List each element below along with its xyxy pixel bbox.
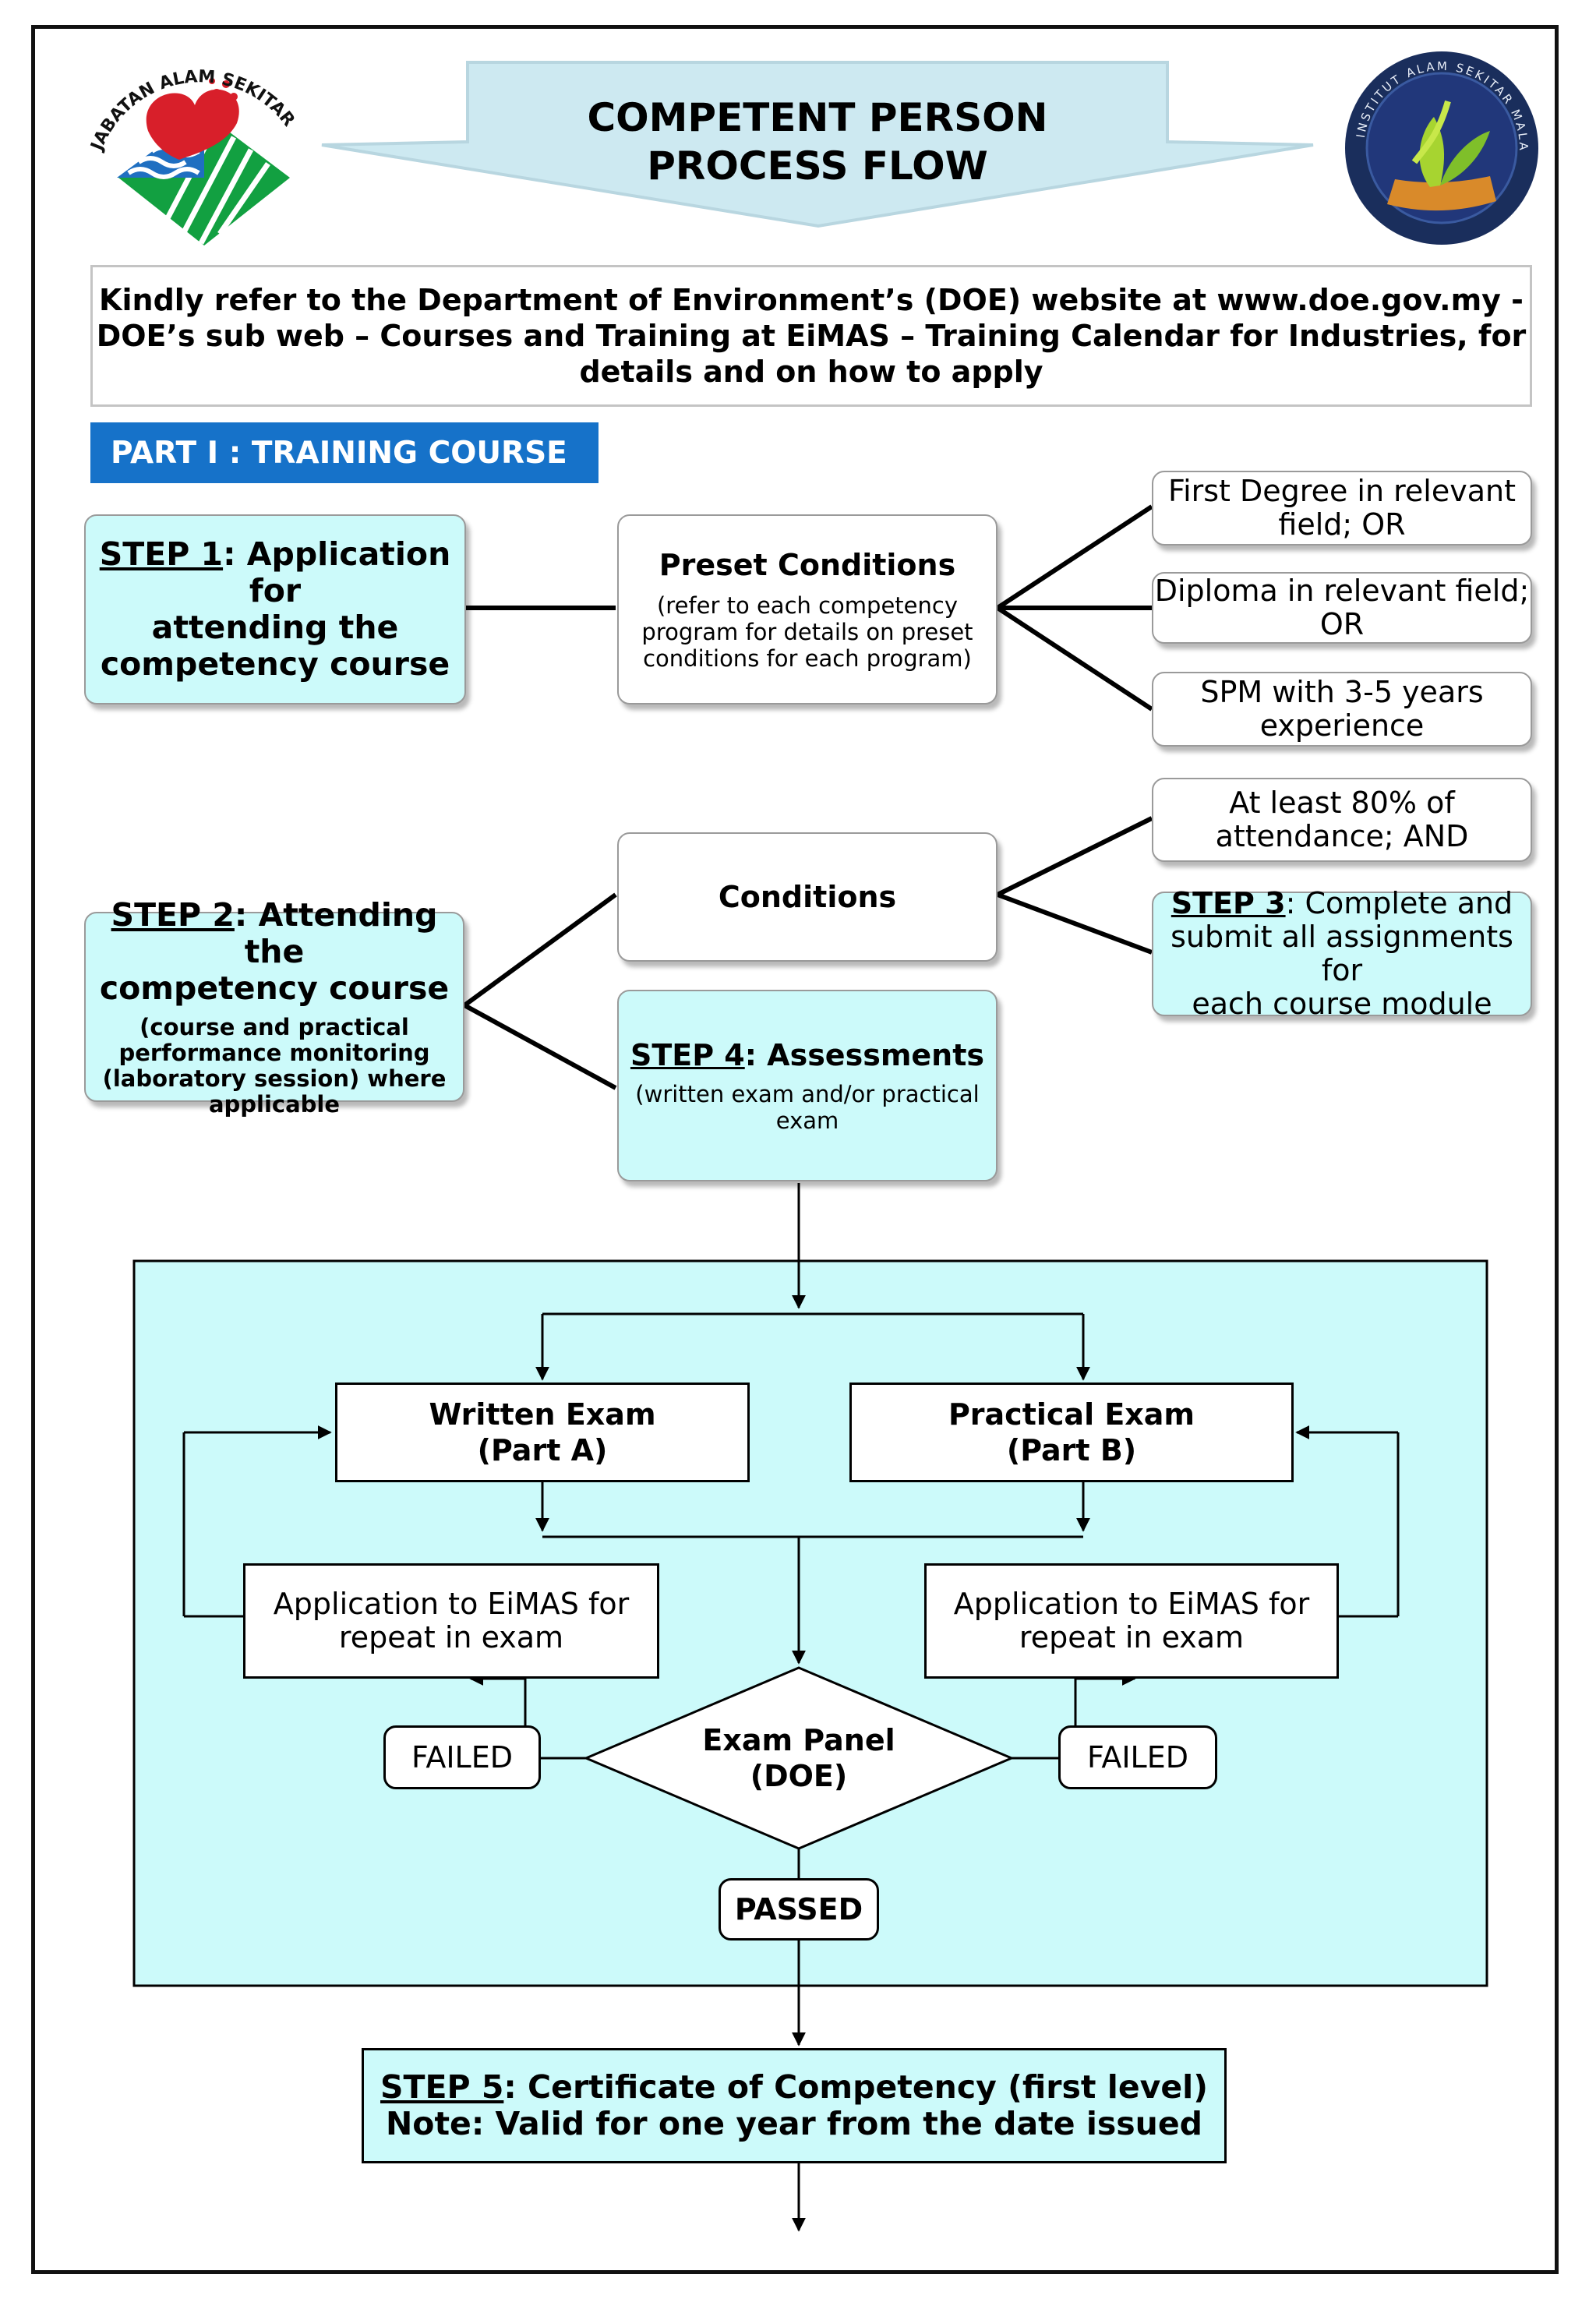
- repeat-application-box-left: Application to EiMAS for repeat in exam: [243, 1563, 659, 1679]
- repeat-application-box-right: Application to EiMAS for repeat in exam: [924, 1563, 1339, 1679]
- qualification-box: Diploma in relevant field; OR: [1152, 572, 1532, 644]
- step-3-box: STEP 3: Complete and submit all assignme…: [1152, 887, 1532, 1021]
- preset-title: Preset Conditions: [659, 548, 956, 582]
- step-1-line-1: : Application for: [223, 535, 451, 609]
- qualification-line-1: SPM with 3-5 years: [1200, 675, 1484, 709]
- practical-exam-line-1: Practical Exam: [948, 1397, 1195, 1432]
- step-2-label: STEP 2: [111, 895, 235, 934]
- title-line-2: PROCESS FLOW: [647, 143, 988, 189]
- notice-line-1: Kindly refer to the Department of Enviro…: [99, 283, 1524, 317]
- attendance-line-2: attendance; AND: [1215, 819, 1469, 853]
- step-1-label: STEP 1: [99, 535, 224, 573]
- step-1-box: STEP 1: Application for attending the co…: [84, 514, 466, 705]
- step-3-line-2: submit all assignments for: [1171, 920, 1513, 987]
- step-3-label: STEP 3: [1171, 886, 1286, 920]
- notice-line-2: DOE’s sub web – Courses and Training at …: [96, 319, 1527, 353]
- practical-exam-line-2: (Part B): [1006, 1433, 1137, 1467]
- part-1-banner: PART I : TRAINING COURSE: [90, 422, 598, 483]
- conditions-box: Conditions: [617, 832, 998, 962]
- qualification-line-1: First Degree in relevant: [1167, 474, 1517, 508]
- step-4-label: STEP 4: [630, 1038, 745, 1072]
- notice-line-3: details and on how to apply: [579, 355, 1043, 389]
- written-exam-box: Written Exam (Part A): [335, 1383, 750, 1482]
- title-line-1: COMPETENT PERSON: [587, 95, 1048, 140]
- qualification-line-2: experience: [1259, 708, 1425, 743]
- failed-badge-right: FAILED: [1058, 1725, 1217, 1789]
- step-2-sub-4: applicable: [208, 1090, 341, 1118]
- exam-panel-line-2: (DOE): [750, 1759, 848, 1793]
- step-1-line-2: attending the: [151, 609, 399, 646]
- step-2-line-1: : Attending the: [234, 895, 438, 970]
- step-5-box: STEP 5: Certificate of Competency (first…: [362, 2048, 1227, 2163]
- doe-logo-icon: JABATAN ALAM SEKITAR MALAYSIA: [0, 0, 302, 245]
- step-2-box: STEP 2: Attending the competency course …: [84, 896, 464, 1117]
- part-1-label: PART I : TRAINING COURSE: [111, 435, 567, 471]
- repeat-line-1: Application to EiMAS for: [273, 1587, 630, 1621]
- exam-panel-line-1: Exam Panel: [702, 1723, 895, 1757]
- step-4-sub-2: exam: [775, 1107, 839, 1134]
- step-3-line-3: each course module: [1192, 987, 1492, 1021]
- step-2-sub-2: performance monitoring: [118, 1039, 430, 1066]
- repeat-line-2: repeat in exam: [1019, 1620, 1245, 1654]
- repeat-line-1: Application to EiMAS for: [953, 1587, 1310, 1621]
- failed-label: FAILED: [411, 1739, 513, 1775]
- step-5-line-1: : Certificate of Competency (first level…: [503, 2068, 1208, 2106]
- attendance-box: At least 80% of attendance; AND: [1152, 778, 1532, 862]
- exam-panel-label: Exam Panel (DOE): [662, 1714, 935, 1802]
- exam-panel-diamond: [583, 1666, 1015, 1850]
- failed-label: FAILED: [1086, 1739, 1188, 1775]
- notice-box: Kindly refer to the Department of Enviro…: [90, 265, 1532, 407]
- step-5-line-2: Note: Valid for one year from the date i…: [385, 2105, 1203, 2142]
- practical-exam-box: Practical Exam (Part B): [849, 1383, 1294, 1482]
- written-exam-line-1: Written Exam: [429, 1397, 656, 1432]
- preset-conditions-box: Preset Conditions (refer to each compete…: [617, 514, 998, 705]
- attendance-line-1: At least 80% of: [1229, 786, 1455, 820]
- preset-line-1: (refer to each competency: [656, 592, 958, 619]
- step-3-line-1: : Complete and: [1285, 886, 1513, 920]
- preset-line-2: program for details on preset: [641, 619, 973, 645]
- written-exam-line-2: (Part A): [477, 1433, 608, 1467]
- repeat-line-2: repeat in exam: [338, 1620, 564, 1654]
- passed-badge: PASSED: [719, 1878, 879, 1941]
- failed-badge-left: FAILED: [383, 1725, 541, 1789]
- step-4-line-1: : Assessments: [744, 1038, 985, 1072]
- step-4-sub-1: (written exam and/or practical: [635, 1081, 980, 1107]
- preset-line-3: conditions for each program): [643, 645, 972, 672]
- qualification-line-2: field; OR: [1278, 507, 1406, 542]
- passed-label: PASSED: [734, 1892, 863, 1926]
- qualification-line-2: OR: [1319, 607, 1365, 641]
- step-2-sub-3: (laboratory session) where: [102, 1065, 447, 1092]
- step-4-box: STEP 4: Assessments (written exam and/or…: [617, 990, 998, 1181]
- title-arrow-shape: [321, 61, 1314, 228]
- conditions-title: Conditions: [718, 880, 897, 914]
- qualification-line-1: Diploma in relevant field;: [1154, 574, 1530, 608]
- step-5-label: STEP 5: [380, 2068, 504, 2106]
- step-2-line-2: competency course: [99, 969, 450, 1007]
- qualification-box: SPM with 3-5 years experience: [1152, 672, 1532, 747]
- step-1-line-3: competency course: [100, 645, 450, 683]
- step-2-sub-1: (course and practical: [139, 1013, 409, 1040]
- page-title: COMPETENT PERSON PROCESS FLOW: [468, 87, 1167, 196]
- qualification-box: First Degree in relevant field; OR: [1152, 471, 1532, 546]
